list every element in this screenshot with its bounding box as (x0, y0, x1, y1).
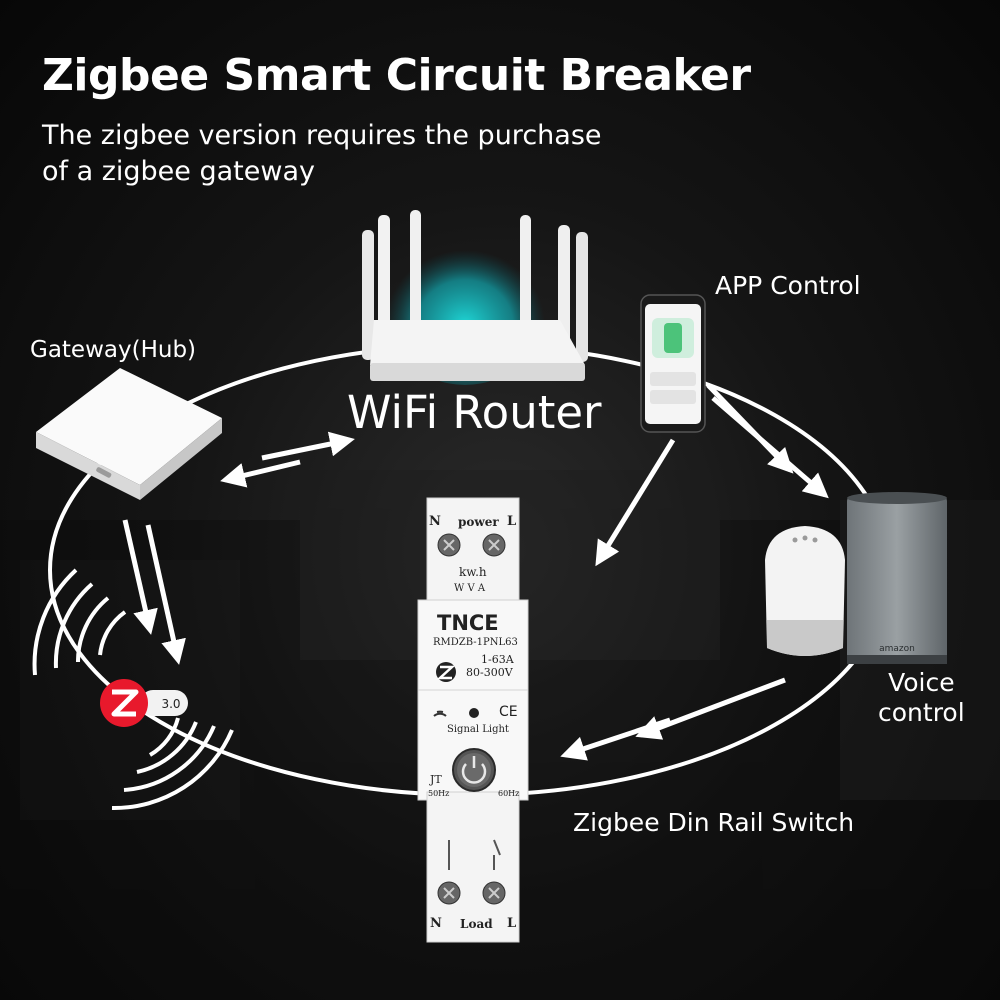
device-top-l: L (507, 514, 517, 529)
router-label: WiFi Router (347, 386, 602, 439)
gateway-label: Gateway(Hub) (30, 337, 197, 363)
device-voltage: 80-300V (466, 666, 513, 679)
smartphone (640, 294, 706, 433)
device-bottom-l: L (507, 916, 517, 931)
page-subtitle: The zigbee version requires the purchase… (42, 120, 602, 187)
device-top-n: N (429, 514, 441, 529)
wifi-router (362, 210, 588, 381)
device-brand: TNCE (437, 611, 499, 635)
device-60hz: 60Hz (498, 789, 520, 798)
device-signal-light: Signal Light (447, 724, 509, 735)
device-bottom-n: N (430, 916, 442, 931)
page-title: Zigbee Smart Circuit Breaker (42, 50, 751, 101)
zigbee-version: 3.0 (161, 697, 180, 711)
speaker-brand: amazon (879, 644, 915, 654)
google-home-speaker (765, 526, 845, 656)
zigbee-gateway (36, 368, 222, 500)
app-control-label: APP Control (715, 271, 861, 300)
din-rail-switch (417, 497, 529, 943)
device-50hz: 50Hz (428, 789, 450, 798)
arrows (122, 383, 829, 761)
din-rail-switch-label: Zigbee Din Rail Switch (573, 808, 855, 837)
device-ce-mark: CE (499, 704, 518, 720)
device-current: 1-63A (481, 653, 514, 666)
device-jt: JT (430, 773, 442, 786)
device-power-label: power (458, 515, 499, 529)
voice-control-label: Voice control (878, 668, 965, 727)
zigbee-3-badge: 3.0 (100, 679, 188, 727)
amazon-echo-speaker: amazon (847, 492, 947, 664)
device-load-label: Load (460, 917, 493, 931)
zigbee-signal-waves (32, 568, 234, 811)
device-wva: W V A (454, 583, 486, 594)
device-kwh: kw.h (459, 565, 487, 579)
device-model: RMDZB-1PNL63 (433, 637, 518, 648)
